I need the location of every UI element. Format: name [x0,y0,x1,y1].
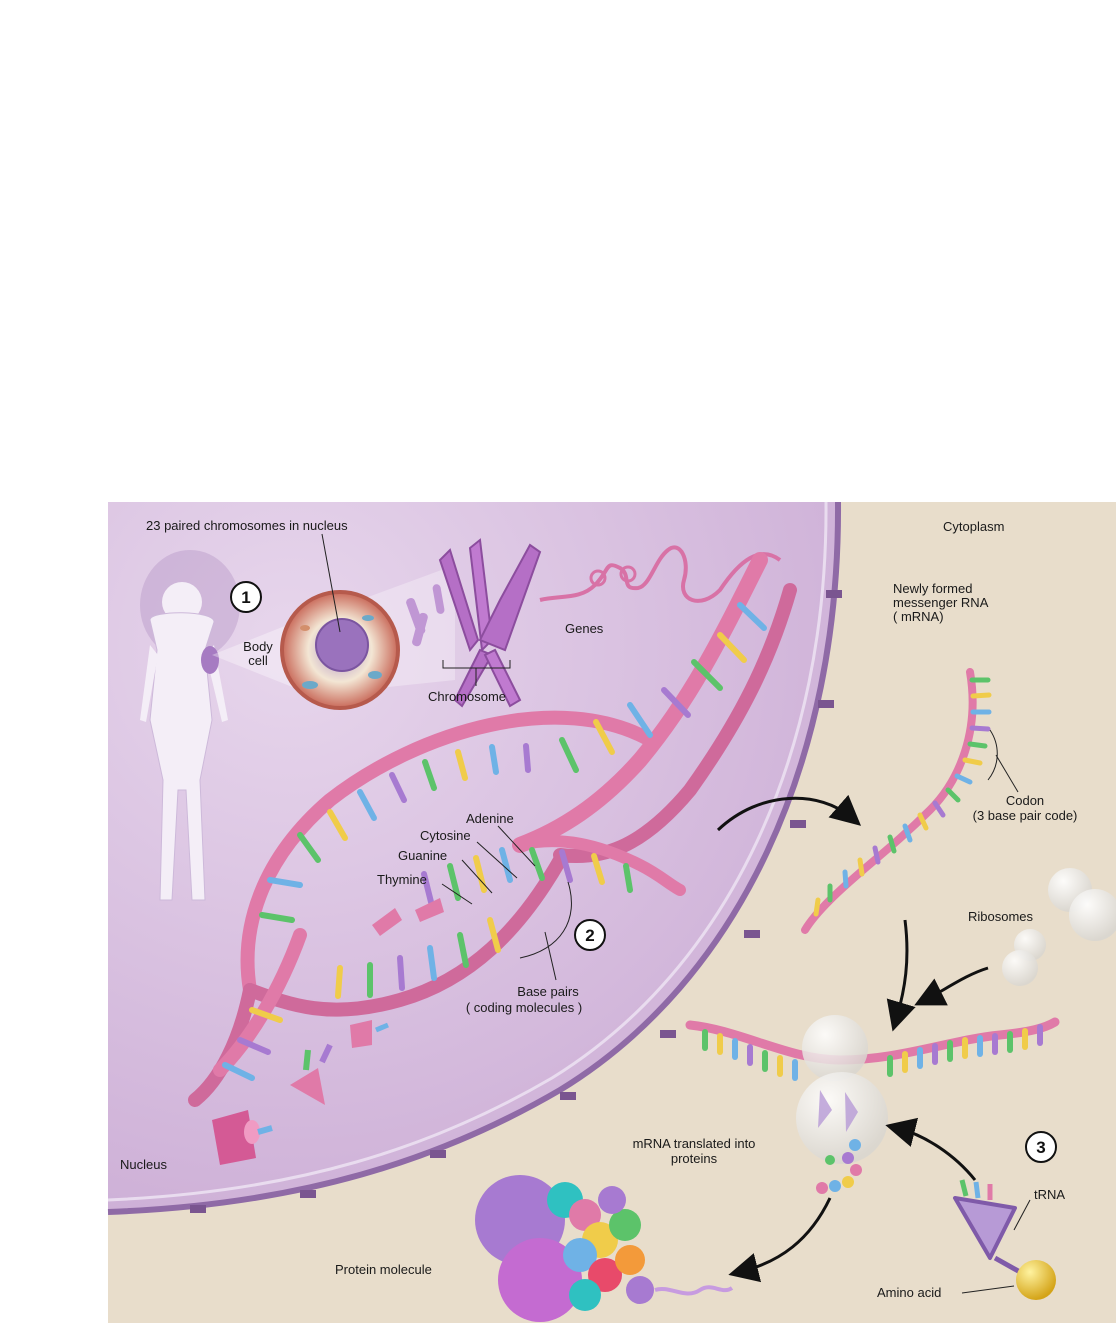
body-cell [280,590,400,710]
dna-double-helix [188,552,797,1107]
label-guanine: Guanine [398,848,447,863]
label-mrna-line-2: messenger RNA [893,595,989,610]
cytosine-leader [476,841,518,879]
step-2-number: 2 [585,926,594,945]
chromatin-fiber [539,545,782,603]
label-adenine: Adenine [466,811,514,826]
label-codon-description: (3 base pair code) [973,808,1078,823]
label-nucleus: Nucleus [120,1157,167,1172]
free-nucleotides [212,898,444,1165]
chromosomes-leader [321,533,341,633]
codon-leader [995,754,1019,793]
label-codon: Codon [1006,793,1044,808]
protein-molecule [475,1175,734,1322]
label-ribosomes: Ribosomes [968,909,1034,924]
label-cytosine: Cytosine [420,828,471,843]
nuclear-pores [190,590,842,1213]
translating-mrna [685,1017,1060,1081]
chromosome-x [438,538,542,708]
codon-bracket [987,729,998,781]
arrow-dna-to-mrna [716,794,862,832]
arrow-ribosomes-to-mrna [914,966,989,1006]
human-silhouette [140,550,240,901]
chromosome-bracket [442,660,511,686]
step-3-number: 3 [1036,1138,1045,1157]
arrow-mrna-to-ribosome [886,919,916,1032]
label-thymine: Thymine [377,872,427,887]
label-mrna-line-3: ( mRNA) [893,609,944,624]
amino-acid-leader [961,1285,1015,1294]
trna [953,1179,1056,1300]
dna-base-rungs [222,602,767,1081]
arrow-to-protein [728,1197,832,1283]
label-body-cell-line-1: Body [243,639,273,654]
thymine-leader [441,883,473,905]
label-protein-molecule: Protein molecule [335,1262,432,1277]
label-trna: tRNA [1034,1187,1065,1202]
label-body-cell-line-2: cell [248,653,268,668]
label-mrna-line-1: Newly formed [893,581,972,596]
adenine-leader [497,825,536,867]
label-chromosomes-in-nucleus: 23 paired chromosomes in nucleus [146,518,348,533]
nuclear-envelope-inner [107,501,828,1202]
small-chromosomes [406,584,445,647]
label-cytoplasm: Cytoplasm [943,519,1004,534]
nuclear-envelope [107,501,842,1215]
gene-coil [589,569,607,587]
label-base-pairs: Base pairs [517,984,579,999]
zoom-beam-body-to-cell [212,620,300,690]
active-ribosome [796,1015,888,1164]
polypeptide-chain [816,1139,862,1194]
step-2-marker: 2 [574,919,606,951]
trna-leader [1013,1199,1031,1231]
ribosomes [1002,868,1116,986]
label-mrna-translated-line-2: proteins [671,1151,718,1166]
label-mrna-translated-line-1: mRNA translated into [633,1136,756,1151]
base-pairs-leader [544,931,557,981]
step-1-number: 1 [241,588,250,607]
base-pairs-bracket [519,881,572,959]
label-genes: Genes [565,621,604,636]
step-3-marker: 3 [1025,1131,1057,1163]
gene-coil [619,565,637,583]
label-amino-acid: Amino acid [877,1285,941,1300]
newly-formed-mrna [801,668,992,934]
label-chromosome: Chromosome [428,689,506,704]
step-1-marker: 1 [230,581,262,613]
guanine-leader [461,859,493,894]
label-base-pairs-description: ( coding molecules ) [466,1000,582,1015]
arrow-trna-to-ribosome [885,1117,977,1181]
